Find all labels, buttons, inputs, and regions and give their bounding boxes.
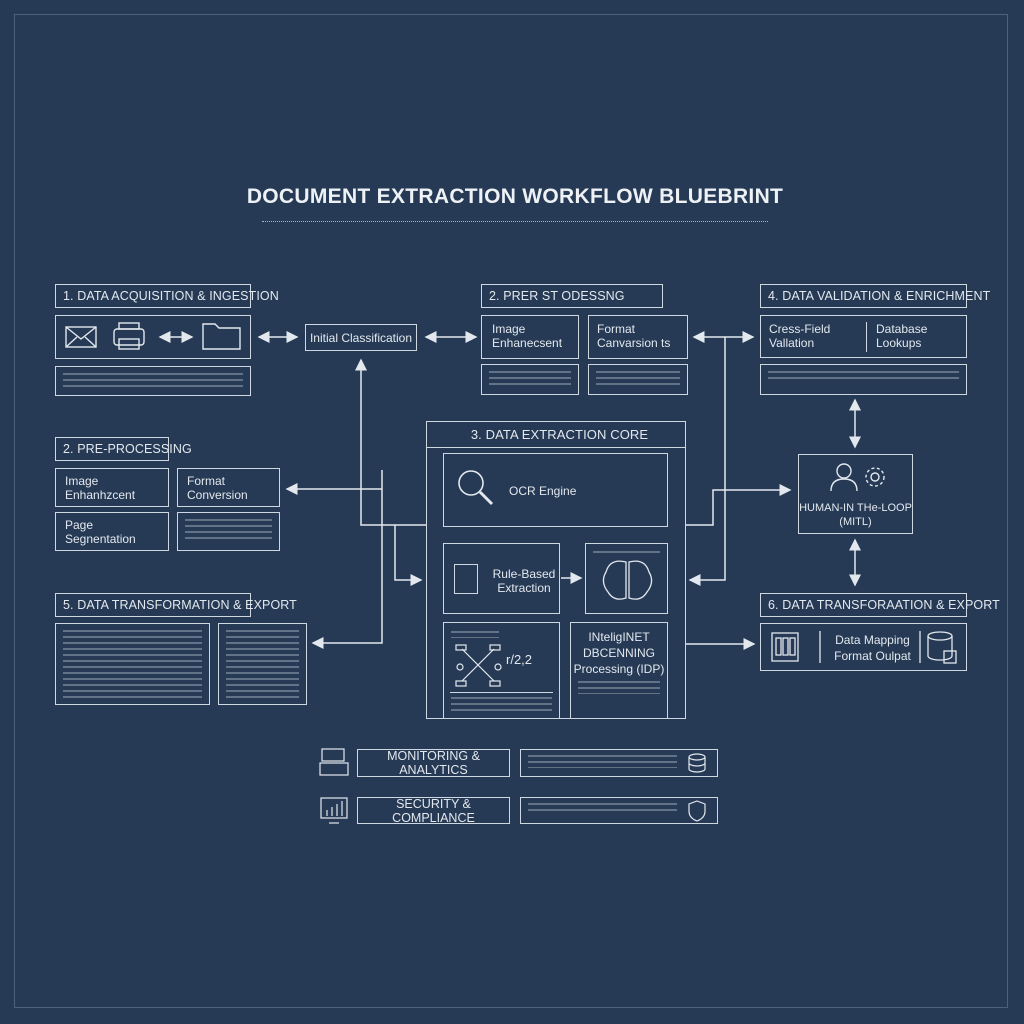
ocr-engine-node[interactable]: OCR Engine (443, 453, 668, 527)
format-conversion-node[interactable]: Format Canvarsion ts (588, 315, 688, 359)
arrow-core-class (355, 358, 426, 526)
formula-text: r/2,2 (506, 652, 533, 667)
shield-icon (688, 800, 706, 822)
validation-header: 4. DATA VALIDATION & ENRICHMENT (760, 284, 990, 308)
scanner-icon (113, 322, 145, 350)
network-icon (455, 644, 502, 687)
brain-icon (602, 560, 653, 600)
acquisition-header: 1. DATA ACQUISITION & INGESTION (55, 284, 279, 308)
magnifier-icon (458, 470, 494, 506)
monitoring-description (520, 749, 718, 777)
divider (866, 322, 867, 352)
envelope-icon (65, 326, 97, 348)
database-icon (688, 753, 706, 773)
title-divider (262, 221, 768, 222)
arrow-to-left-pre (285, 470, 383, 495)
diagram-title: DOCUMENT EXTRACTION WORKFLOW BLUEBRINT (246, 185, 784, 208)
preprocessing-left-header: 2. PRE-PROCESSING (55, 437, 192, 461)
image-enhancement-left-node[interactable]: Image Enhanhzcent (55, 468, 169, 507)
initial-classification-node[interactable]: Initial Classification (305, 324, 417, 351)
database-icon (927, 631, 957, 664)
page-segmentation-node[interactable]: Page Segnentation (55, 512, 169, 551)
monitoring-analytics-node[interactable]: MONITORING & ANALYTICS (357, 749, 510, 777)
transform-left-description-1 (55, 623, 210, 705)
arrow-core-hitl (686, 484, 792, 526)
folder-icon (202, 323, 241, 350)
transform-left-description-2 (218, 623, 307, 705)
format-conversion-description (588, 364, 688, 395)
gear-icon (865, 467, 885, 487)
acquisition-description (55, 366, 251, 396)
person-icon (830, 463, 858, 492)
outer-border (14, 14, 1008, 1008)
human-in-the-loop-node[interactable]: HUMAN-IN THe-LOOP (MITL) (798, 454, 913, 534)
transform-right-header: 6. DATA TRANSFORAATION & EXPORT (760, 593, 1000, 617)
transform-right-box: Data Mapping Format Oulpat (760, 623, 967, 671)
cross-field-validation[interactable]: Cress-Field Vallation (769, 322, 831, 350)
rule-based-extraction-node[interactable]: Rule-Based Extraction (443, 543, 560, 614)
acquisition-sources (55, 315, 251, 359)
preprocessing-top-header: 2. PRER ST ODESSNG (481, 284, 663, 308)
format-output: Format Oulpat (834, 649, 911, 663)
workflow-graph-node[interactable]: r/2,2 (443, 622, 560, 719)
server-icon (771, 632, 799, 662)
ml-model-node[interactable] (585, 543, 668, 614)
validation-box: Cress-Field Vallation Database Lookups (760, 315, 967, 358)
dashboard-icon (319, 748, 349, 776)
core-header: 3. DATA EXTRACTION CORE (427, 422, 685, 448)
idp-node[interactable]: INteligINET DBCENNING Processing (IDP) (570, 622, 668, 719)
arrow-to-left-export (311, 489, 383, 649)
preprocessing-left-description (177, 512, 280, 551)
chart-monitor-icon (320, 797, 348, 824)
database-lookups[interactable]: Database Lookups (876, 322, 928, 350)
validation-description (760, 364, 967, 395)
security-description (520, 797, 718, 824)
format-conversion-left-node[interactable]: Format Conversion (177, 468, 280, 507)
image-enhancement-node[interactable]: Image Enhanecsent (481, 315, 579, 359)
image-enhancement-description (481, 364, 579, 395)
arrow-to-core-right (688, 337, 726, 586)
arrow-core-in (394, 525, 423, 586)
data-mapping: Data Mapping (835, 633, 910, 647)
security-compliance-node[interactable]: SECURITY & COMPLIANCE (357, 797, 510, 825)
formula-icon (454, 564, 478, 594)
transform-left-header: 5. DATA TRANSFORMATION & EXPORT (55, 593, 297, 617)
